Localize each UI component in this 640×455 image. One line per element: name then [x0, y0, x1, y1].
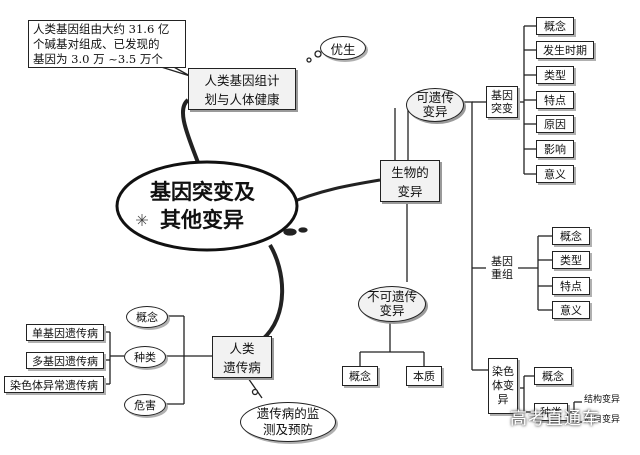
star-icon: [136, 214, 148, 226]
gm-item-cause: 原因: [536, 115, 574, 133]
monitoring-prevention-bubble: 遗传病的监 测及预防: [240, 402, 336, 442]
chromosome-variation-node: 染色 体变 异: [488, 358, 518, 414]
root-title-line1: 基因突变及: [150, 179, 255, 204]
disease-type-multi-gene: 多基因遗传病: [26, 352, 104, 369]
root-title-line2: 其他变异: [160, 207, 244, 232]
gm-item-type: 类型: [536, 66, 574, 84]
gr-item-significance: 意义: [552, 301, 590, 319]
gm-item-significance: 意义: [536, 165, 574, 183]
gr-item-label: 类型: [560, 254, 582, 267]
cv-item-concept: 概念: [534, 367, 572, 385]
disease-type-label: 多基因遗传病: [32, 354, 98, 368]
gene-mutation-node: 基因 突变: [486, 86, 518, 118]
disease-type-single-gene: 单基因遗传病: [26, 324, 104, 341]
genome-note: 人类基因组由大约 31.6 亿 个碱基对组成、已发现的 基因为 3.0 万 ~3…: [28, 20, 186, 68]
bio-var-line-1: 生物的: [391, 165, 429, 180]
cv-line-1: 染色: [492, 365, 514, 378]
heritable-variation-node: 可遗传 变异: [406, 88, 464, 122]
note-line-3: 基因为 3.0 万 ~3.5 万个: [33, 52, 163, 66]
watermark: 高考直通车: [510, 409, 600, 429]
cv-item-label: 种类: [540, 406, 562, 419]
gm-line-2: 突变: [491, 102, 513, 115]
gm-line-1: 基因: [491, 89, 513, 102]
gr-item-label: 概念: [560, 230, 582, 243]
gr-item-concept: 概念: [552, 227, 590, 245]
gm-item-label: 意义: [544, 168, 566, 181]
gene-recombination-node: 基因 重组: [486, 252, 518, 284]
monitor-line-2: 测及预防: [262, 422, 313, 437]
heritable-line-1: 可遗传: [416, 90, 454, 105]
note-line-2: 个碱基对组成、已发现的: [33, 37, 160, 51]
cv-item-label: 概念: [542, 370, 564, 383]
gr-item-label: 特点: [560, 280, 582, 293]
disease-type-label: 染色体异常遗传病: [10, 378, 98, 392]
gm-item-feature: 特点: [536, 91, 574, 109]
disease-type-chromosomal: 染色体异常遗传病: [4, 376, 104, 393]
gr-line-1: 基因: [491, 255, 513, 268]
gm-item-timing: 发生时期: [536, 41, 594, 59]
non-heritable-essence: 本质: [406, 366, 442, 386]
hgp-line-2: 划与人体健康: [204, 92, 280, 107]
hgd-harm-label: 危害: [134, 399, 156, 412]
human-genetic-disease-node: 人类 遗传病: [212, 336, 272, 378]
hgd-types-label: 种类: [134, 351, 156, 364]
cv-item-kinds: 种类: [534, 403, 568, 421]
cv-kind-numerical: 数目变异: [584, 415, 621, 425]
hgd-line-2: 遗传病: [223, 360, 261, 375]
gr-item-type: 类型: [552, 251, 590, 269]
gm-item-label: 发生时期: [543, 44, 587, 57]
hgd-concept-label: 概念: [136, 311, 158, 324]
bio-var-line-2: 变异: [397, 184, 423, 199]
eugenics-bubble: 优生: [320, 36, 366, 60]
gm-item-label: 影响: [544, 143, 566, 156]
gm-item-label: 原因: [544, 118, 566, 131]
gm-item-label: 概念: [544, 20, 566, 33]
hgd-concept: 概念: [126, 306, 168, 328]
non-heritable-line-2: 变异: [379, 303, 405, 318]
human-genome-project-node: 人类基因组计 划与人体健康: [188, 68, 296, 110]
monitor-line-1: 遗传病的监: [256, 406, 320, 421]
hgd-types: 种类: [124, 346, 166, 368]
hgd-harm: 危害: [124, 394, 166, 416]
note-line-1: 人类基因组由大约 31.6 亿: [33, 22, 170, 36]
non-essence-label: 本质: [413, 370, 435, 383]
disease-type-label: 单基因遗传病: [32, 326, 98, 340]
non-heritable-concept: 概念: [342, 366, 378, 386]
cv-line-3: 异: [497, 393, 509, 406]
gr-item-feature: 特点: [552, 277, 590, 295]
non-concept-label: 概念: [349, 370, 371, 383]
gm-item-impact: 影响: [536, 140, 574, 158]
non-heritable-variation-node: 不可遗传 变异: [358, 286, 426, 322]
gm-item-label: 类型: [544, 69, 566, 82]
biological-variation-node: 生物的 变异: [380, 160, 440, 202]
eugenics-label: 优生: [330, 41, 356, 57]
gm-item-concept: 概念: [536, 17, 574, 35]
gr-line-2: 重组: [491, 268, 513, 281]
gr-item-label: 意义: [560, 304, 582, 317]
cv-kind-structural: 结构变异: [584, 395, 621, 405]
cv-line-2: 体变: [492, 379, 514, 392]
heritable-line-2: 变异: [422, 104, 448, 119]
gm-item-label: 特点: [544, 94, 566, 107]
hgd-line-1: 人类: [229, 341, 255, 356]
hgp-line-1: 人类基因组计: [204, 73, 280, 88]
non-heritable-line-1: 不可遗传: [366, 289, 417, 304]
